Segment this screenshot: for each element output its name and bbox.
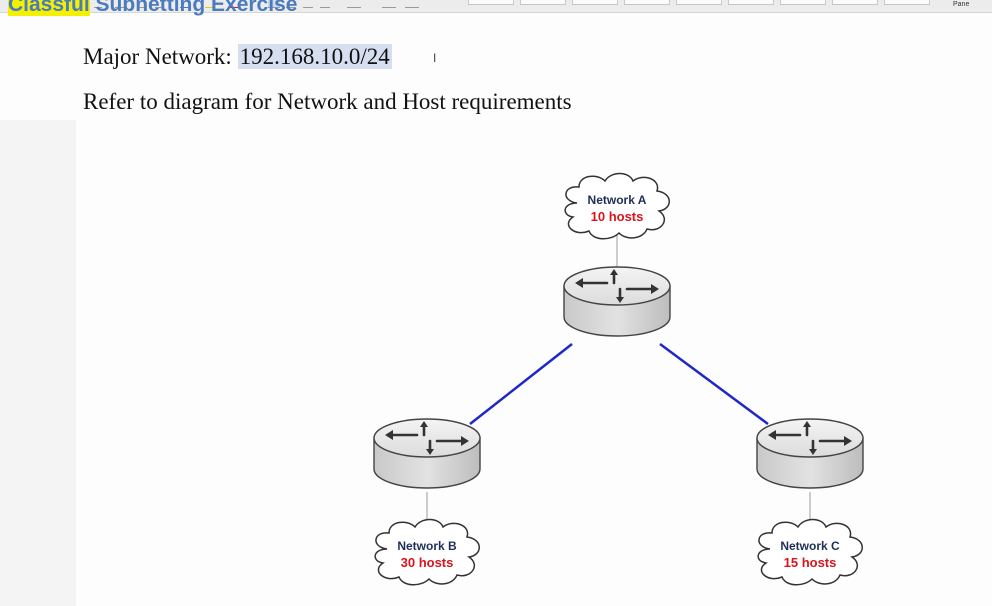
cloud-network-c-icon: Network C 15 hosts: [757, 518, 864, 586]
title-rest: Subnetting Exercise: [89, 0, 298, 16]
style-gallery-item[interactable]: [884, 0, 930, 5]
page-margin: [0, 120, 76, 606]
title-highlighted-word: Classful: [8, 0, 90, 16]
style-gallery-item[interactable]: [832, 0, 878, 5]
align-right-icon[interactable]: [303, 0, 313, 8]
cloud-network-b-icon: Network B 30 hosts: [374, 518, 481, 586]
network-c-hosts: 15 hosts: [784, 555, 837, 570]
style-gallery-item[interactable]: [468, 0, 514, 5]
align-center-icon[interactable]: [286, 0, 296, 8]
link-hq-to-c: [659, 342, 769, 426]
strikethrough-icon[interactable]: [115, 0, 125, 8]
style-gallery-item[interactable]: [572, 0, 618, 5]
font-color-icon[interactable]: [230, 0, 240, 8]
style-gallery-item[interactable]: [780, 0, 826, 5]
major-network-value[interactable]: 192.168.10.0/24: [237, 44, 392, 69]
network-a-hosts: 10 hosts: [591, 209, 644, 224]
major-network-line[interactable]: Major Network: 192.168.10.0/24: [83, 42, 392, 72]
style-gallery-item[interactable]: [676, 0, 722, 5]
word-toolbar: Pane: [0, 0, 992, 13]
network-b-label: Network B: [397, 539, 457, 553]
align-left-icon[interactable]: [268, 0, 280, 8]
major-network-label: Major Network:: [83, 44, 238, 69]
requirements-text: Refer to diagram for Network and Host re…: [83, 89, 572, 114]
highlight-icon[interactable]: [205, 0, 215, 8]
styles-pane-button[interactable]: Pane: [953, 1, 970, 8]
network-a-label: Network A: [588, 193, 647, 207]
justify-icon[interactable]: [320, 0, 330, 8]
document-title: Classful Subnetting Exercise: [8, 0, 297, 18]
superscript-icon[interactable]: [155, 0, 163, 8]
link-hq-to-b: [469, 343, 573, 425]
underline-icon[interactable]: [94, 0, 102, 8]
router-c-icon: [755, 417, 865, 490]
subscript-icon[interactable]: [138, 0, 146, 8]
network-b-hosts: 30 hosts: [401, 555, 454, 570]
text-cursor-icon: I: [433, 51, 437, 65]
style-gallery-item[interactable]: [728, 0, 774, 5]
shading-icon[interactable]: [382, 0, 396, 8]
style-gallery-item[interactable]: [520, 0, 566, 5]
router-hq-icon: [562, 265, 672, 338]
network-c-label: Network C: [780, 539, 840, 553]
borders-icon[interactable]: [405, 0, 419, 8]
text-effects-icon[interactable]: [180, 0, 190, 8]
router-b-icon: [372, 417, 482, 490]
cloud-network-a-icon: Network A 10 hosts: [564, 172, 671, 240]
line-spacing-icon[interactable]: [347, 0, 361, 8]
style-gallery-item[interactable]: [624, 0, 670, 5]
